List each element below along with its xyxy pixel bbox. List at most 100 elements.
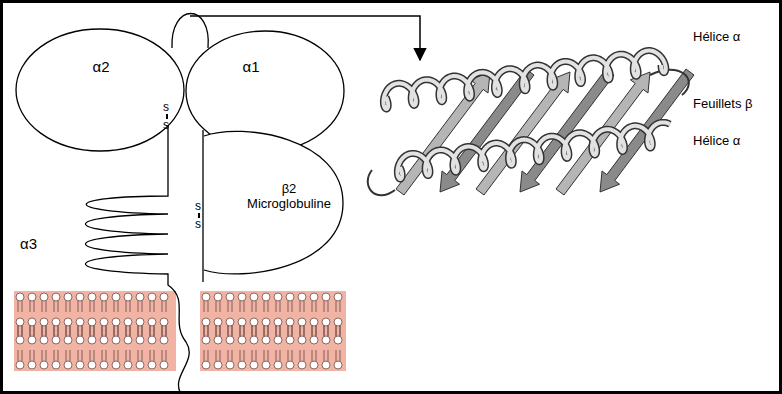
lipid-tail xyxy=(30,350,34,361)
lipid-head xyxy=(250,293,258,301)
lipid-tail xyxy=(216,326,220,337)
lipid-head xyxy=(76,318,84,326)
lipid-tail xyxy=(90,325,94,336)
lipid-head xyxy=(52,361,60,369)
domain-name: β2 Microglobuline xyxy=(239,182,339,212)
domain-name: α3 xyxy=(20,236,37,253)
lipid-tail xyxy=(324,301,328,312)
lipid-head xyxy=(76,336,84,344)
lipid-tail xyxy=(114,325,118,336)
lipid-tail xyxy=(240,301,244,312)
lipid-tail xyxy=(126,326,130,337)
lipid-tail xyxy=(264,325,268,336)
lipid-head xyxy=(40,293,48,301)
lipid-tail xyxy=(300,350,304,361)
lipid-head xyxy=(226,318,234,326)
lipid-tail xyxy=(240,326,244,337)
lipid-tail xyxy=(162,301,166,312)
lipid-head xyxy=(214,336,222,344)
lipid-tail xyxy=(66,325,70,336)
lipid-head xyxy=(160,293,168,301)
domain-name: α2 xyxy=(81,58,121,75)
alpha3-chain xyxy=(86,125,190,392)
lipid-tail xyxy=(78,350,82,361)
lipid-tail xyxy=(288,326,292,337)
lipid-head xyxy=(322,293,330,301)
lipid-tail xyxy=(126,325,130,336)
disulfide-s: s xyxy=(195,200,201,213)
lipid-head xyxy=(136,336,144,344)
lipid-tail xyxy=(18,326,22,337)
lipid-tail xyxy=(42,325,46,336)
lipid-head xyxy=(334,293,342,301)
lipid-tail xyxy=(312,301,316,312)
lipid-head xyxy=(100,361,108,369)
lipid-head xyxy=(88,318,96,326)
lipid-head xyxy=(40,318,48,326)
lipid-head xyxy=(298,361,306,369)
lipid-tail xyxy=(30,326,34,337)
lipid-tail xyxy=(240,325,244,336)
lipid-tail xyxy=(90,301,94,312)
lipid-head xyxy=(64,336,72,344)
lipid-tail xyxy=(216,325,220,336)
lipid-head xyxy=(226,336,234,344)
lipid-head xyxy=(322,361,330,369)
lipid-head xyxy=(226,361,234,369)
lipid-head xyxy=(112,293,120,301)
lipid-tail xyxy=(228,325,232,336)
lipid-head xyxy=(88,336,96,344)
lipid-tail xyxy=(126,301,130,312)
chain-line xyxy=(202,130,203,282)
lipid-head xyxy=(274,336,282,344)
domain-outline xyxy=(16,29,184,151)
lipid-head xyxy=(286,336,294,344)
lipid-tail xyxy=(216,350,220,361)
lipid-head xyxy=(214,318,222,326)
lipid-tail xyxy=(138,325,142,336)
lipid-tail xyxy=(162,350,166,361)
lipid-tail xyxy=(66,350,70,361)
lipid-tail xyxy=(138,350,142,361)
lipid-tail xyxy=(300,301,304,312)
lipid-head xyxy=(310,318,318,326)
lipid-head xyxy=(214,361,222,369)
lipid-tail xyxy=(114,301,118,312)
lipid-head xyxy=(262,336,270,344)
lipid-tail xyxy=(54,325,58,336)
lipid-tail xyxy=(204,326,208,337)
lipid-tail xyxy=(336,350,340,361)
lipid-head xyxy=(286,361,294,369)
lipid-tail xyxy=(150,301,154,312)
lipid-tail xyxy=(324,326,328,337)
lipid-head xyxy=(76,293,84,301)
disulfide-bond xyxy=(166,114,168,119)
lipid-head xyxy=(334,361,342,369)
domain-outline xyxy=(186,31,344,151)
lipid-tail xyxy=(78,325,82,336)
lipid-tail xyxy=(78,326,82,337)
lipid-tail xyxy=(324,350,328,361)
structure-label: Hélice α xyxy=(693,134,740,148)
lipid-tail xyxy=(228,350,232,361)
lipid-head xyxy=(286,318,294,326)
lipid-tail xyxy=(216,301,220,312)
membrane-band xyxy=(14,291,176,371)
lipid-tail xyxy=(150,326,154,337)
lipid-head xyxy=(262,293,270,301)
lipid-head xyxy=(64,293,72,301)
lipid-tail xyxy=(90,350,94,361)
structure-label: Feuillets β xyxy=(693,97,753,111)
lipid-head xyxy=(148,293,156,301)
lipid-tail xyxy=(66,326,70,337)
lipid-head xyxy=(136,318,144,326)
lipid-tail xyxy=(276,326,280,337)
lipid-head xyxy=(40,336,48,344)
domain-circle: β2 Microglobuline xyxy=(203,128,345,278)
lipid-tail xyxy=(276,350,280,361)
peptide-loop xyxy=(172,14,208,49)
lipid-tail xyxy=(18,325,22,336)
domain-circle: α2 xyxy=(15,28,185,152)
